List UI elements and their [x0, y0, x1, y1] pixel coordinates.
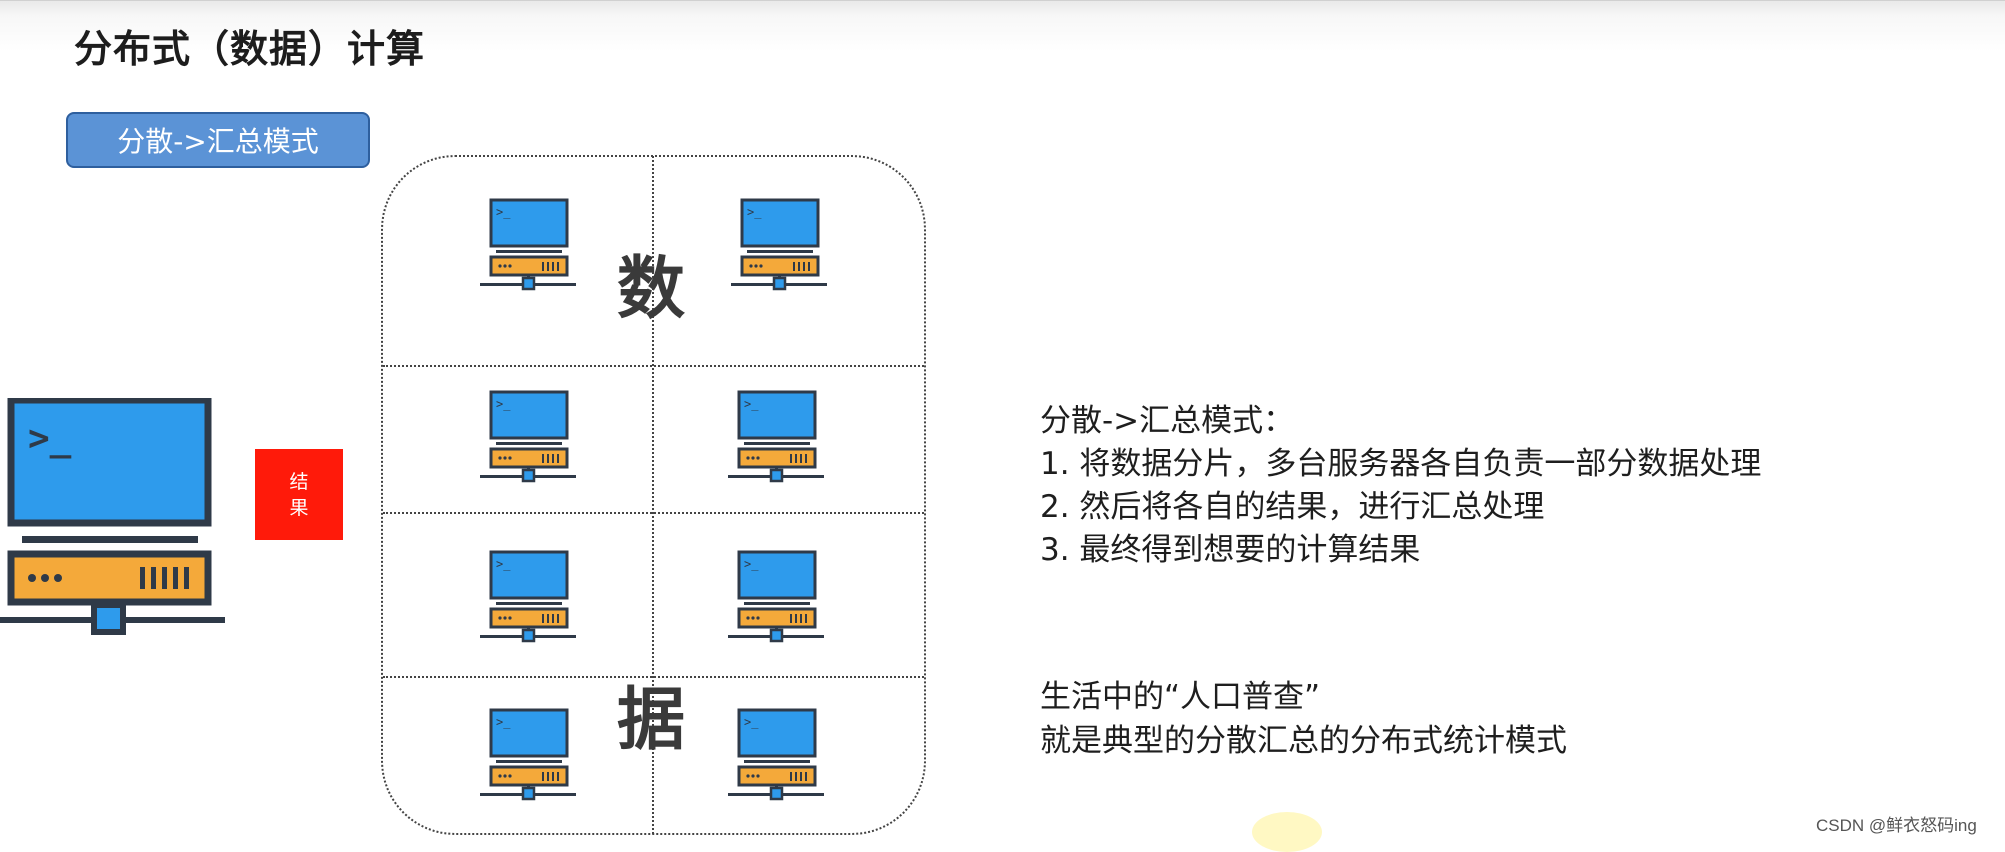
- server-node-icon: >_: [728, 550, 824, 643]
- main-computer-icon: >_: [0, 398, 225, 635]
- result-label-1: 结: [289, 470, 309, 493]
- result-box: 结 果: [255, 449, 343, 540]
- svg-text:>_: >_: [747, 205, 762, 219]
- description-point: 3. 最终得到想要的计算结果: [1040, 532, 1421, 568]
- result-label-2: 果: [289, 496, 309, 519]
- server-node-icon: >_: [728, 708, 824, 801]
- grid-divider-horizontal: [383, 512, 924, 514]
- grid-divider-horizontal: [383, 365, 924, 367]
- server-node-icon: >_: [731, 198, 827, 291]
- server-node-icon: >_: [480, 708, 576, 801]
- grid-divider-vertical: [652, 156, 654, 834]
- svg-text:>_: >_: [496, 397, 511, 411]
- svg-text:>_: >_: [744, 397, 759, 411]
- title-bar: [0, 0, 2005, 85]
- server-node-icon: >_: [480, 198, 576, 291]
- mode-badge: 分散->汇总模式: [66, 112, 370, 168]
- example-line: 生活中的“人口普查”: [1040, 679, 1321, 715]
- svg-text:>_: >_: [744, 557, 759, 571]
- watermark: CSDN @鲜衣怒码ing: [1816, 816, 1977, 835]
- svg-text:>_: >_: [496, 557, 511, 571]
- description-block: 分散->汇总模式： 1. 将数据分片，多台服务器各自负责一部分数据处理 2. 然…: [1040, 400, 1761, 572]
- description-heading: 分散->汇总模式：: [1040, 403, 1295, 439]
- svg-text:>_: >_: [28, 418, 72, 459]
- big-char-ju: 据: [617, 681, 686, 760]
- description-point: 2. 然后将各自的结果，进行汇总处理: [1040, 489, 1545, 525]
- server-node-icon: >_: [480, 550, 576, 643]
- big-char-shu: 数: [617, 250, 686, 329]
- description-point: 1. 将数据分片，多台服务器各自负责一部分数据处理: [1040, 446, 1762, 482]
- server-node-icon: >_: [480, 390, 576, 483]
- grid-divider-horizontal: [383, 676, 924, 678]
- example-line: 就是典型的分散汇总的分布式统计模式: [1040, 723, 1567, 759]
- example-block: 生活中的“人口普查” 就是典型的分散汇总的分布式统计模式: [1040, 675, 1567, 763]
- svg-text:>_: >_: [496, 205, 511, 219]
- svg-text:>_: >_: [496, 715, 511, 729]
- page-title: 分布式（数据）计算: [74, 27, 426, 71]
- cursor-highlight: [1252, 812, 1322, 852]
- svg-text:>_: >_: [744, 715, 759, 729]
- server-node-icon: >_: [728, 390, 824, 483]
